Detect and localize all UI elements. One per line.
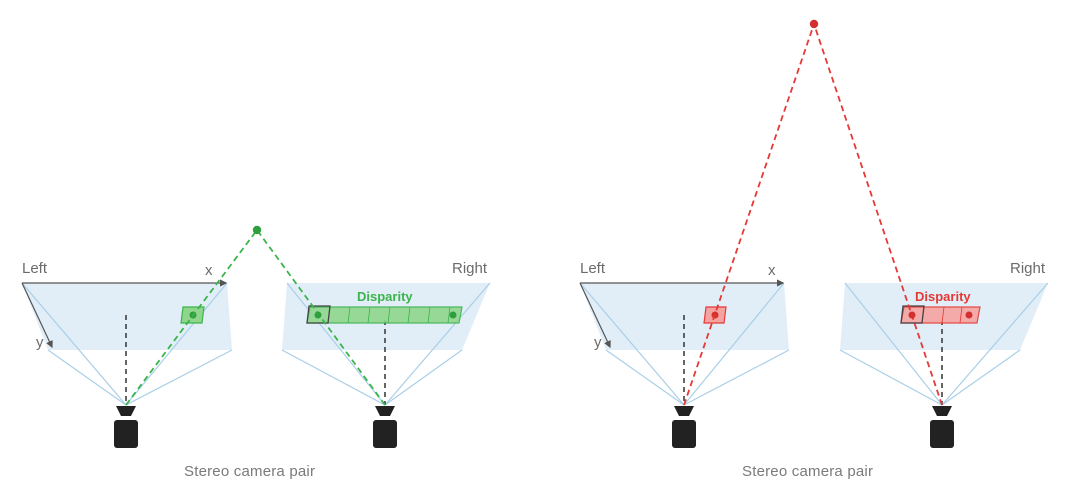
right-match-point: [314, 311, 322, 319]
world-point-green: [252, 225, 262, 235]
right-origin-point: [965, 311, 973, 319]
right-camera-icon: [930, 406, 954, 448]
disparity-label-red: Disparity: [915, 289, 971, 304]
y-axis-label: y: [594, 334, 602, 351]
y-axis-line: [21, 282, 53, 349]
ray-right-red: [813, 23, 943, 406]
caption-right: Stereo camera pair: [742, 463, 874, 480]
caption-left: Stereo camera pair: [184, 463, 316, 480]
ray-left-green: [125, 229, 258, 406]
right-reference-box: [900, 305, 925, 324]
disparity-bar-green: [306, 305, 463, 324]
left-image-plane: [22, 283, 232, 350]
right-camera-label: Right: [1010, 260, 1046, 277]
left-camera-label: Left: [580, 260, 606, 277]
left-camera-icon: [672, 406, 696, 448]
left-camera-frustum: [21, 282, 233, 406]
x-axis-label: x: [205, 262, 213, 279]
right-camera-label: Right: [452, 260, 488, 277]
right-origin-point: [449, 311, 457, 319]
right-camera-icon: [373, 406, 397, 448]
y-axis-line: [579, 282, 611, 349]
right-reference-box: [306, 305, 331, 324]
right-match-point: [908, 311, 916, 319]
left-camera-icon: [114, 406, 138, 448]
x-axis-label: x: [768, 262, 776, 279]
y-axis-label: y: [36, 334, 44, 351]
panel-green: [21, 225, 491, 448]
panel-red: [579, 19, 1049, 448]
ray-left-red: [683, 23, 815, 406]
left-camera-label: Left: [22, 260, 48, 277]
disparity-bar-red: [900, 305, 981, 324]
world-point-red: [809, 19, 819, 29]
disparity-label-green: Disparity: [357, 289, 413, 304]
ray-right-green: [256, 229, 386, 406]
